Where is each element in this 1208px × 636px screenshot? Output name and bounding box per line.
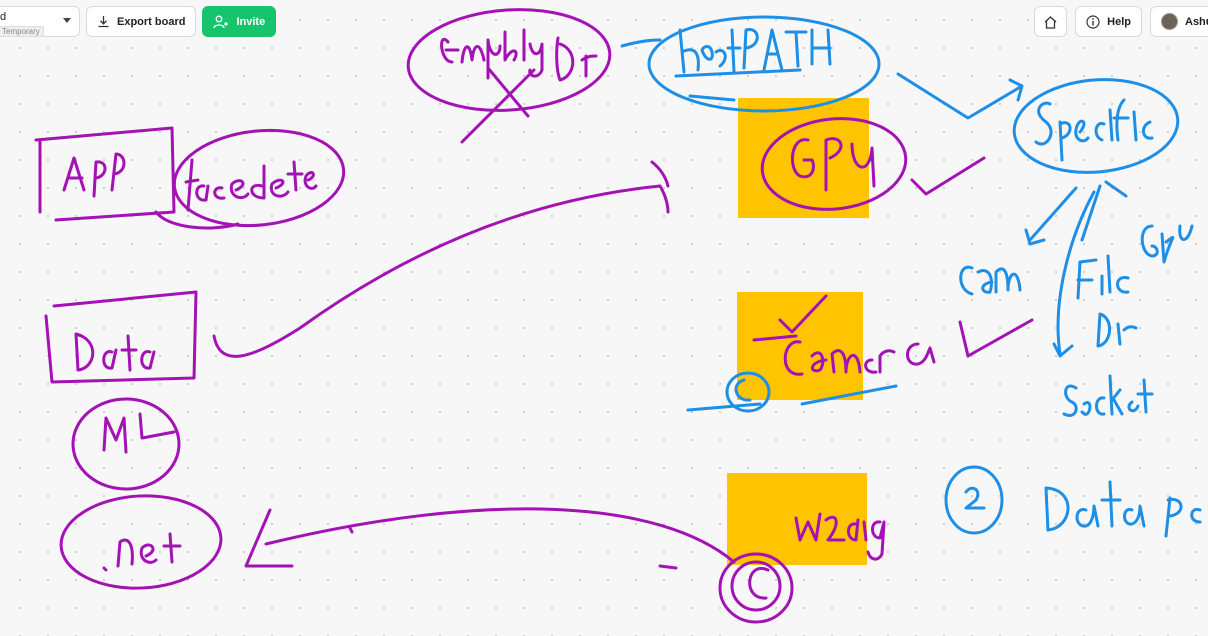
ink-emptydir xyxy=(406,8,612,144)
ink-c-arrow xyxy=(244,507,794,624)
ink-arrow-to-camera xyxy=(958,318,1034,358)
invite-button[interactable]: Invite xyxy=(202,6,277,37)
ink-specific-branches xyxy=(1024,180,1128,358)
ink-ml xyxy=(71,397,181,491)
ink-specific xyxy=(1012,78,1180,174)
user-menu-button[interactable]: Ashutosh xyxy=(1150,6,1208,37)
ink-dotnet xyxy=(59,494,223,590)
add-user-icon xyxy=(213,15,229,29)
ink-hostpath xyxy=(620,15,881,113)
export-board-button[interactable]: Export board xyxy=(86,6,197,37)
ink-arrow-hostpath-specific xyxy=(896,72,1024,120)
invite-label: Invite xyxy=(236,15,266,28)
toolbar-left: d Temporary Export board Invite xyxy=(0,6,277,37)
info-icon xyxy=(1086,14,1100,29)
board-temporary-tag: Temporary xyxy=(0,26,44,37)
ink-app-facedete xyxy=(34,126,346,230)
toolbar-right: Help Ashutosh xyxy=(1034,6,1208,37)
board-title: d xyxy=(0,11,7,23)
board-name-dropdown[interactable]: d Temporary xyxy=(0,6,80,37)
help-label: Help xyxy=(1107,15,1131,28)
sticky-note-w2aig[interactable] xyxy=(727,473,867,565)
ink-data-box xyxy=(44,290,198,384)
ink-connector-data-gpu xyxy=(212,184,670,358)
home-icon xyxy=(1043,15,1058,29)
ink-connector-tick xyxy=(650,160,670,188)
sticky-note-gpu[interactable] xyxy=(738,98,869,218)
avatar xyxy=(1161,13,1178,30)
ink-blue-labels xyxy=(959,224,1194,417)
user-name: Ashutosh xyxy=(1185,15,1208,28)
chevron-down-icon[interactable] xyxy=(63,18,71,23)
download-icon xyxy=(97,15,110,28)
help-button[interactable]: Help xyxy=(1075,6,1142,37)
home-button[interactable] xyxy=(1034,6,1068,37)
export-board-label: Export board xyxy=(117,15,186,28)
sticky-note-camera[interactable] xyxy=(737,292,863,400)
ink-data-per xyxy=(944,465,1202,538)
